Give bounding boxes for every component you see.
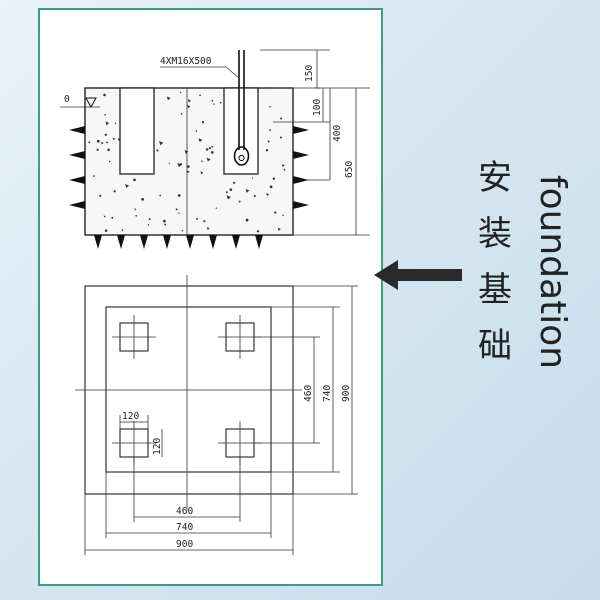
- pocket-dimension-lines: [119, 415, 163, 457]
- bolt-label: 4XM16X500: [160, 56, 212, 67]
- plan-side-dimension-lines: [254, 285, 358, 495]
- concrete-block: [84, 87, 294, 236]
- dim-400: 400: [332, 125, 343, 142]
- bottom-740: 740: [176, 522, 193, 533]
- ground-level-triangle-icon: [60, 97, 100, 109]
- side-740: 740: [322, 385, 333, 402]
- side-900: 900: [341, 385, 352, 402]
- foundation-drawing: 4XM16X500 0 150 100 400 650: [60, 49, 370, 555]
- left-bolt-pocket: [119, 87, 155, 175]
- caption-english: foundation: [532, 174, 573, 370]
- right-bolt-pocket: [223, 87, 259, 175]
- pocket-width-120: 120: [122, 411, 139, 422]
- ground-level-label: 0: [64, 94, 70, 105]
- anchor-bolt: [233, 50, 250, 166]
- dim-100: 100: [312, 99, 323, 116]
- bolt-label-group: 4XM16X500: [160, 56, 240, 79]
- caption-char-2: 装: [478, 214, 512, 254]
- caption-chinese: 安 装 基 础: [470, 150, 520, 374]
- caption-char-3: 基: [478, 270, 512, 310]
- plan-middle-740: [105, 306, 272, 473]
- soil-hatching: [69, 126, 309, 249]
- bottom-460: 460: [176, 506, 193, 517]
- caption-char-4: 础: [478, 326, 512, 366]
- bottom-900: 900: [176, 539, 193, 550]
- drawing-panel: 4XM16X500 0 150 100 400 650: [38, 8, 383, 586]
- concrete-speckles: [88, 91, 286, 233]
- caption-char-1: 安: [478, 158, 512, 198]
- dim-650: 650: [344, 161, 355, 178]
- plan-bottom-dimension-lines: [84, 457, 294, 555]
- dim-150: 150: [304, 65, 315, 82]
- plan-pockets: [112, 315, 262, 465]
- side-460: 460: [303, 385, 314, 402]
- arrow-left-icon: [374, 260, 462, 290]
- section-dimension-lines: [260, 49, 370, 236]
- pocket-height-120: 120: [152, 438, 163, 455]
